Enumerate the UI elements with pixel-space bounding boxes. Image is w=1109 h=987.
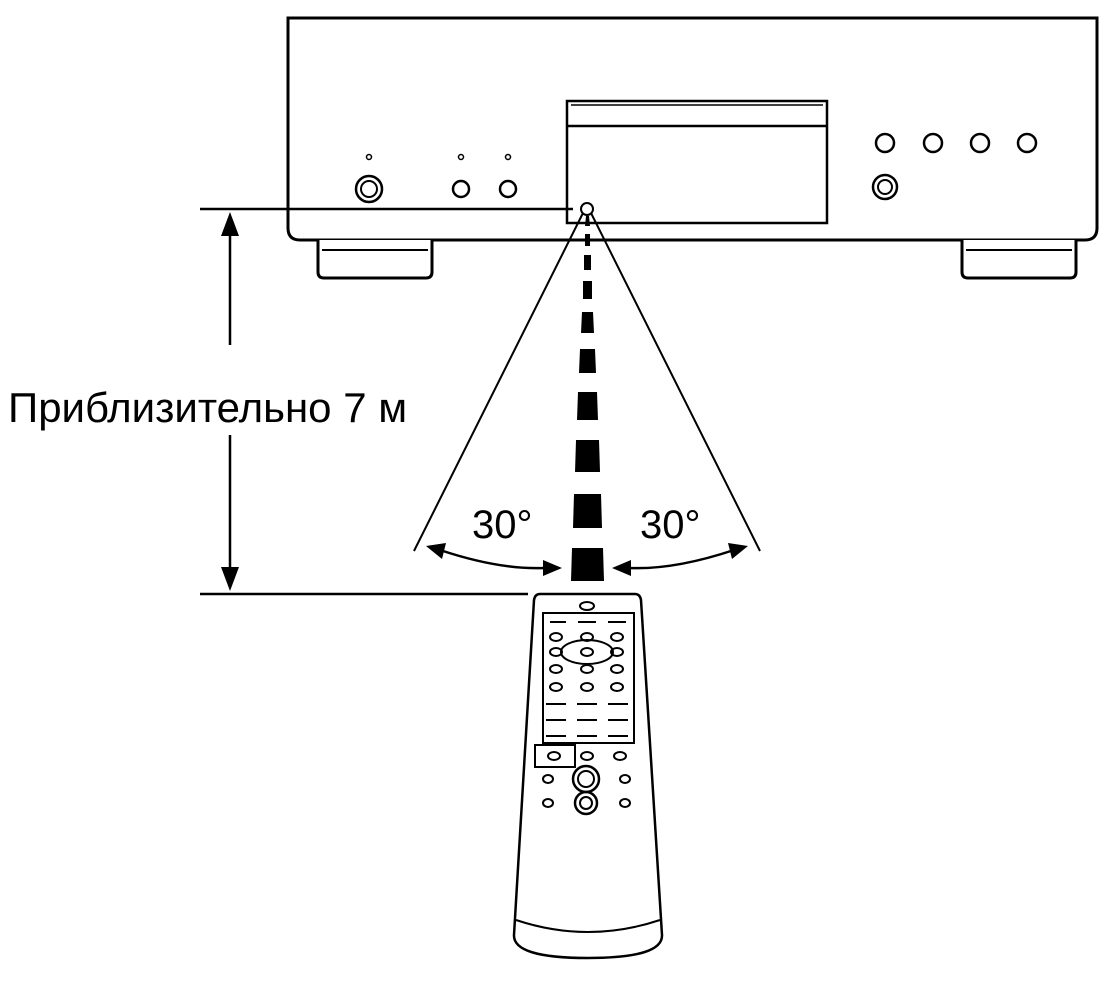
arrow-down-icon — [221, 567, 239, 591]
cd-player-icon — [286, 16, 1099, 280]
remote-sensor-icon — [580, 202, 594, 216]
angle-left-label: 30° — [472, 503, 533, 547]
arc-arrow-right-outer — [728, 543, 748, 559]
distance-marker — [200, 207, 573, 596]
ir-beam — [571, 216, 604, 581]
remote-control-icon — [512, 592, 664, 960]
angle-right-label: 30° — [640, 503, 701, 547]
arc-arrow-right-inner — [612, 560, 631, 576]
distance-label: Приблизительно 7 м — [8, 384, 407, 431]
arrow-up-icon — [221, 212, 239, 236]
coverage-cone — [413, 212, 761, 552]
angle-arcs — [439, 548, 735, 570]
arc-arrow-left-outer — [426, 543, 446, 559]
arc-arrow-left-inner — [543, 560, 562, 576]
